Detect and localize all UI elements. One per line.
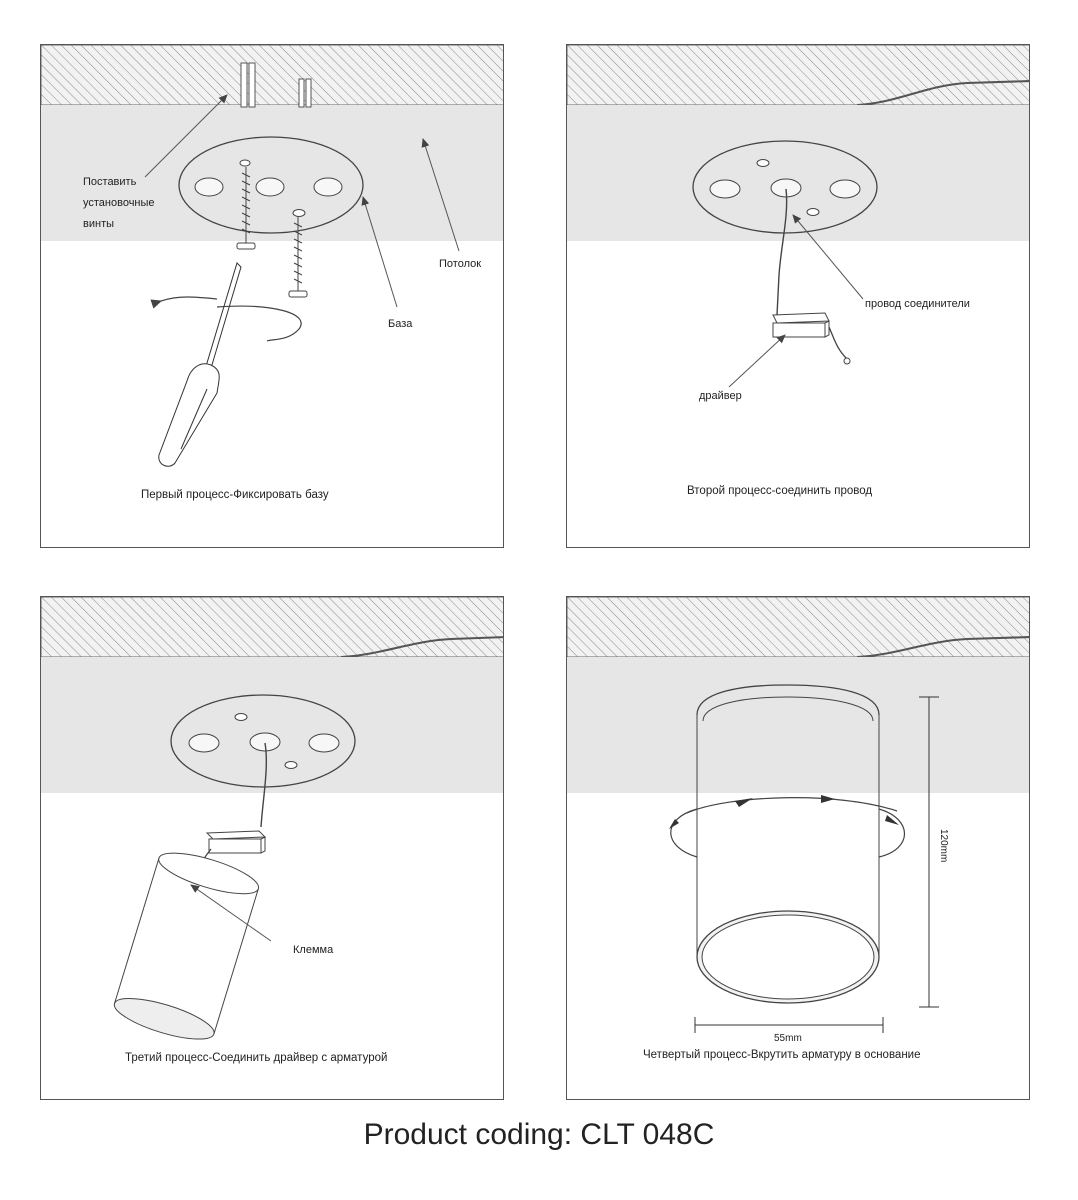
step-2-caption: Второй процесс-соединить провод [687,485,873,497]
label-width-55mm: 55mm [774,1033,802,1044]
step-4-panel: 120mm 55mm Четвертый процесс-Вкрутить ар… [566,596,1030,1100]
height-dimension [919,696,939,1008]
label-connection-wire: провод соединители [865,298,970,310]
product-code-footer: Product coding: CLT 048C [363,1118,715,1151]
label-install-screws: Поставить установочные винты [83,176,155,230]
step-3-caption: Третий процесс-Соединить драйвер с армат… [125,1052,388,1064]
step-1-caption: Первый процесс-Фиксировать базу [141,489,329,501]
driver-box-icon [772,312,830,338]
step-2-panel: провод соединители драйвер Второй процес… [566,44,1030,548]
fixture-cylinder-icon [696,684,880,1004]
step-4-illustration [567,597,1029,1033]
step-3-panel: Клемма Третий процесс-Соединить драйвер … [40,596,504,1100]
step-1-panel: Поставить установочные винты Потолок Баз… [40,44,504,548]
driver-box-icon [205,830,267,854]
width-dimension [694,1017,884,1033]
screw-icon [236,167,308,298]
label-ceiling: Потолок [439,258,482,270]
fixture-cylinder-icon [113,852,260,1040]
step-1-illustration [41,45,503,467]
label-height-120mm: 120mm [938,829,949,863]
label-driver: драйвер [699,390,742,402]
label-base: База [388,318,413,330]
step-4-caption: Четвертый процесс-Вкрутить арматуру в ос… [643,1049,921,1061]
wall-anchor-icon [240,62,312,108]
screwdriver-icon [158,262,242,467]
step-2-illustration [567,45,1029,388]
label-terminal: Клемма [293,944,334,956]
wire-icon [776,188,788,316]
step-3-illustration [41,597,503,1040]
